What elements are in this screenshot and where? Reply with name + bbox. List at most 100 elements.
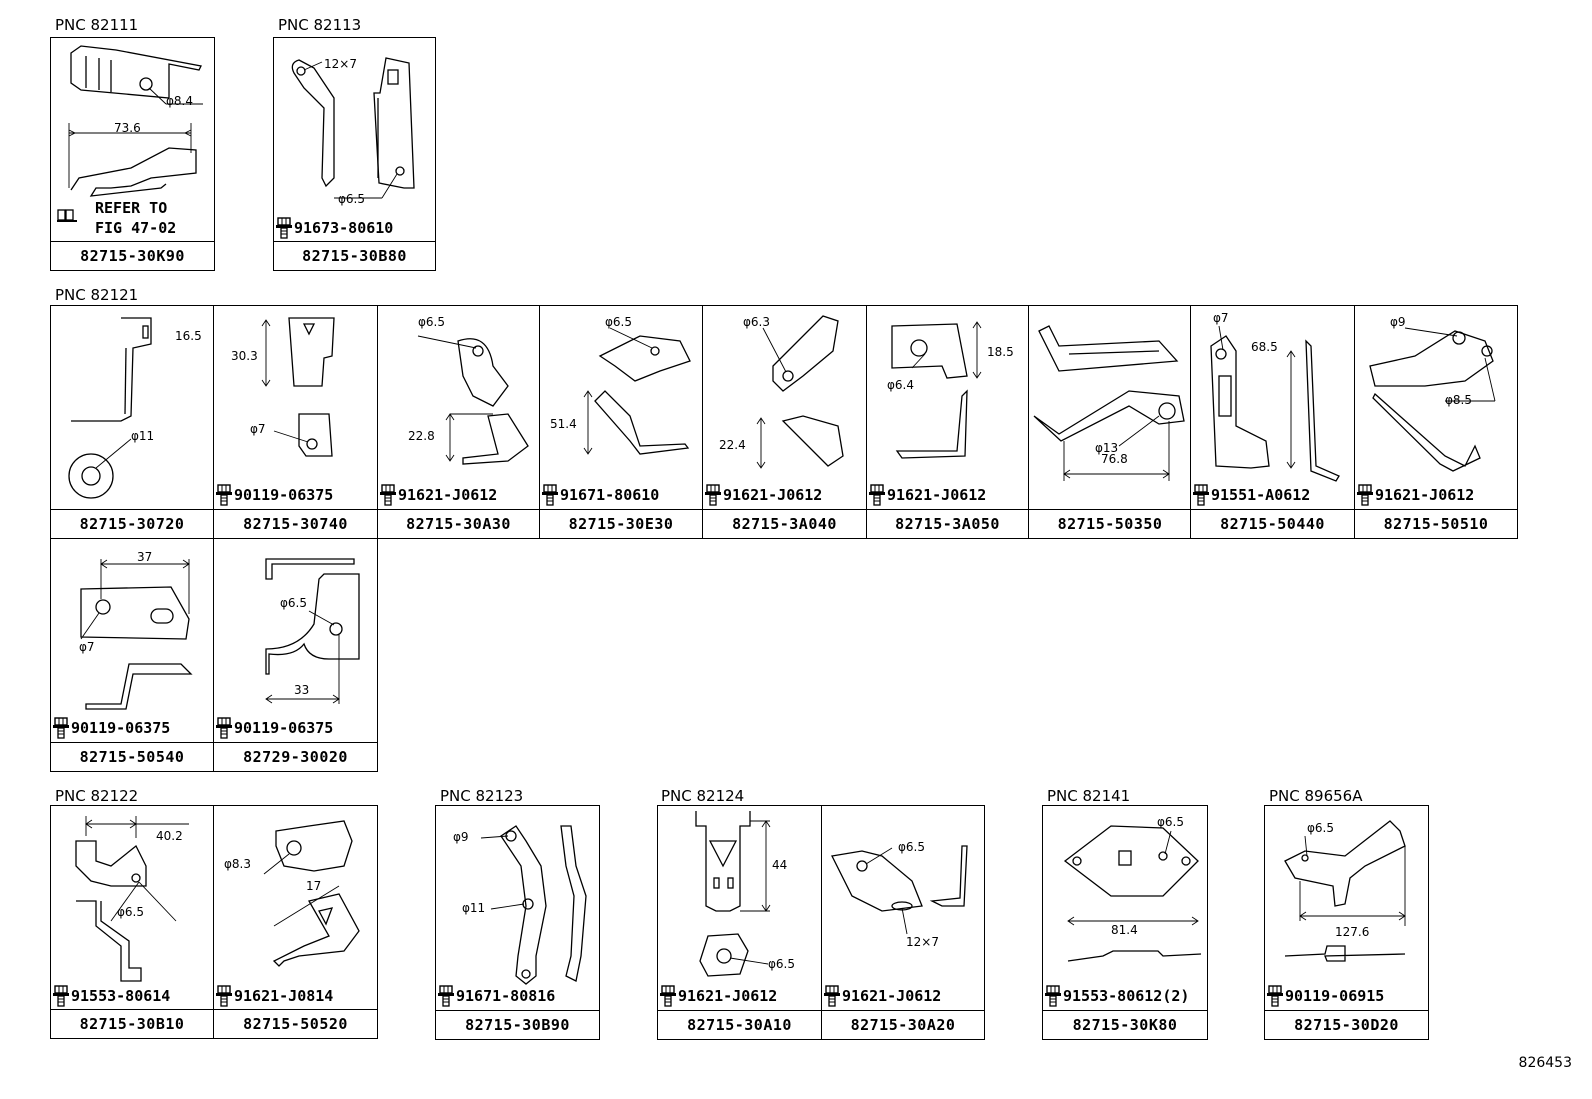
pnc-label-82122: PNC 82122: [55, 787, 139, 805]
part-number[interactable]: 82715-50350: [1029, 509, 1191, 538]
pnc-label-82123: PNC 82123: [440, 787, 524, 805]
bolt-icon: [216, 484, 232, 506]
dim-width: 37: [137, 550, 153, 564]
bolt-callout[interactable]: 91621-J0612: [869, 484, 986, 506]
bolt-callout[interactable]: 91621-J0612: [380, 484, 497, 506]
part-number[interactable]: 82715-30K80: [1043, 1010, 1207, 1039]
part-number[interactable]: 82715-50540: [51, 742, 213, 771]
part-cell-82715-50350[interactable]: φ13 76.8 82715-50350: [1028, 305, 1192, 539]
bolt-icon: [216, 985, 232, 1007]
part-cell-82715-50440[interactable]: φ7 68.5 91551-A0612 82715-50440: [1190, 305, 1355, 539]
pnc-label-82113: PNC 82113: [278, 16, 362, 34]
bracket-drawing: [1284, 820, 1406, 962]
part-number[interactable]: 82715-30B90: [436, 1010, 599, 1039]
dim-hole-diameter: φ8.3: [224, 857, 251, 871]
part-cell-82715-30a10[interactable]: 44 φ6.5 91621-J0612 82715-30A10: [657, 805, 822, 1040]
pnc-label-82124: PNC 82124: [661, 787, 745, 805]
bolt-callout[interactable]: 91551-A0612: [1193, 484, 1310, 506]
part-cell-82715-30a20[interactable]: φ6.5 12×7 91621-J0612 82715-30A20: [821, 805, 985, 1040]
bolt-callout[interactable]: 91621-J0612: [660, 985, 777, 1007]
dim-hole-diameter: φ7: [79, 640, 95, 654]
part-number[interactable]: 82715-30D20: [1265, 1010, 1428, 1039]
part-cell-82715-30740[interactable]: 30.3 φ7 90119-06375 82715-30740: [213, 305, 378, 539]
part-number[interactable]: 82715-30740: [214, 509, 377, 538]
bolt-icon: [542, 484, 558, 506]
bracket-drawing: [583, 327, 691, 455]
pnc-label-82111: PNC 82111: [55, 16, 139, 34]
bolt-part-number: 91621-J0612: [398, 486, 498, 504]
dim-hole-diameter: φ6.3: [743, 315, 770, 329]
part-cell-82715-30e30[interactable]: φ6.5 51.4 91671-80610 82715-30E30: [539, 305, 703, 539]
bolt-part-number: 90119-06375: [234, 486, 334, 504]
bracket-drawing: [265, 558, 360, 704]
bolt-callout[interactable]: 91553-80614: [53, 985, 170, 1007]
part-cell-82715-50520[interactable]: φ8.3 17 91621-J0814 82715-50520: [213, 805, 378, 1039]
dim-length: 73.6: [114, 121, 141, 135]
bolt-callout[interactable]: 90119-06915: [1267, 985, 1384, 1007]
figure-reference-number: 826453: [1518, 1055, 1572, 1071]
bolt-callout[interactable]: 91673-80610: [276, 217, 393, 239]
dim-height: 30.3: [231, 349, 258, 363]
part-number[interactable]: 82715-30A10: [658, 1010, 821, 1039]
dim-height: 51.4: [550, 417, 577, 431]
part-number[interactable]: 82715-30A30: [378, 509, 539, 538]
part-cell-82715-30a30[interactable]: φ6.5 22.8 91621-J0612 82715-30A30: [377, 305, 540, 539]
bolt-icon: [57, 209, 77, 222]
dim-height: 16.5: [175, 329, 202, 343]
part-cell-82715-50540[interactable]: 37 φ7 90119-06375 82715-50540: [50, 538, 214, 772]
bolt-icon: [216, 717, 232, 739]
part-number[interactable]: 82715-30E30: [540, 509, 702, 538]
part-cell-82715-30k90[interactable]: φ8.4 73.6 REFER TO FIG 47-02 82715-30K90: [50, 37, 215, 271]
bolt-callout[interactable]: 90119-06375: [216, 484, 333, 506]
part-cell-82715-30b90[interactable]: φ9 φ11 91671-80816 82715-30B90: [435, 805, 600, 1040]
bracket-drawing: [756, 315, 844, 469]
bolt-callout[interactable]: 90119-06375: [53, 717, 170, 739]
part-number[interactable]: 82715-30B10: [51, 1009, 213, 1038]
part-cell-82729-30020[interactable]: φ6.5 33 90119-06375 82729-30020: [213, 538, 378, 772]
bolt-callout[interactable]: 91671-80610: [542, 484, 659, 506]
bolt-icon: [824, 985, 840, 1007]
dim-length: 33: [294, 683, 310, 697]
part-cell-82715-30720[interactable]: 16.5 φ11 82715-30720: [50, 305, 214, 539]
dim-hole-diameter: φ6.5: [1157, 815, 1184, 829]
dim-length: 127.6: [1335, 925, 1370, 939]
bolt-part-number: 91553-80614: [71, 987, 171, 1005]
dim-width: 17: [306, 879, 322, 893]
dim-hole-diameter: φ6.5: [768, 957, 795, 971]
part-number[interactable]: 82715-30720: [51, 509, 213, 538]
part-number[interactable]: 82715-50510: [1355, 509, 1517, 538]
dim-length: 68.5: [1251, 340, 1278, 354]
bolt-callout[interactable]: 91621-J0814: [216, 985, 333, 1007]
bolt-callout[interactable]: 91553-80612(2): [1045, 985, 1189, 1007]
part-number[interactable]: 82715-30K90: [51, 241, 214, 270]
part-number[interactable]: 82715-3A050: [867, 509, 1028, 538]
bracket-drawing: [261, 317, 335, 457]
bracket-drawing: [75, 816, 189, 982]
part-cell-82715-50510[interactable]: φ9 φ8.5 91621-J0612 82715-50510: [1354, 305, 1518, 539]
part-number[interactable]: 82715-50520: [214, 1009, 377, 1038]
bracket-drawing: [831, 845, 968, 935]
bolt-part-number: 91621-J0612: [678, 987, 778, 1005]
bolt-icon: [1357, 484, 1373, 506]
part-number[interactable]: 82715-30B80: [274, 241, 435, 270]
part-number[interactable]: 82715-30A20: [822, 1010, 984, 1039]
dim-height: 22.4: [719, 438, 746, 452]
bolt-callout[interactable]: 90119-06375: [216, 717, 333, 739]
part-cell-82715-3a050[interactable]: 18.5 φ6.4 91621-J0612 82715-3A050: [866, 305, 1029, 539]
part-cell-82715-30k80[interactable]: φ6.5 81.4 91553-80612(2) 82715-30K80: [1042, 805, 1208, 1040]
bolt-callout[interactable]: 91621-J0612: [1357, 484, 1474, 506]
dim-width: 40.2: [156, 829, 183, 843]
part-cell-82715-3a040[interactable]: φ6.3 22.4 91621-J0612 82715-3A040: [702, 305, 867, 539]
bolt-callout[interactable]: 91671-80816: [438, 985, 555, 1007]
part-number[interactable]: 82729-30020: [214, 742, 377, 771]
part-cell-82715-30b10[interactable]: 40.2 φ6.5 91553-80614 82715-30B10: [50, 805, 214, 1039]
bolt-callout[interactable]: 91621-J0612: [824, 985, 941, 1007]
bracket-drawing: [1033, 325, 1185, 481]
part-number[interactable]: 82715-50440: [1191, 509, 1354, 538]
bolt-callout[interactable]: 91621-J0612: [705, 484, 822, 506]
part-cell-82715-30d20[interactable]: φ6.5 127.6 90119-06915 82715-30D20: [1264, 805, 1429, 1040]
part-cell-82715-30b80[interactable]: 12×7 φ6.5 91673-80610 82715-30B80: [273, 37, 436, 271]
bolt-part-number: 91673-80610: [294, 219, 394, 237]
part-number[interactable]: 82715-3A040: [703, 509, 866, 538]
bolt-part-number: 91621-J0612: [887, 486, 987, 504]
